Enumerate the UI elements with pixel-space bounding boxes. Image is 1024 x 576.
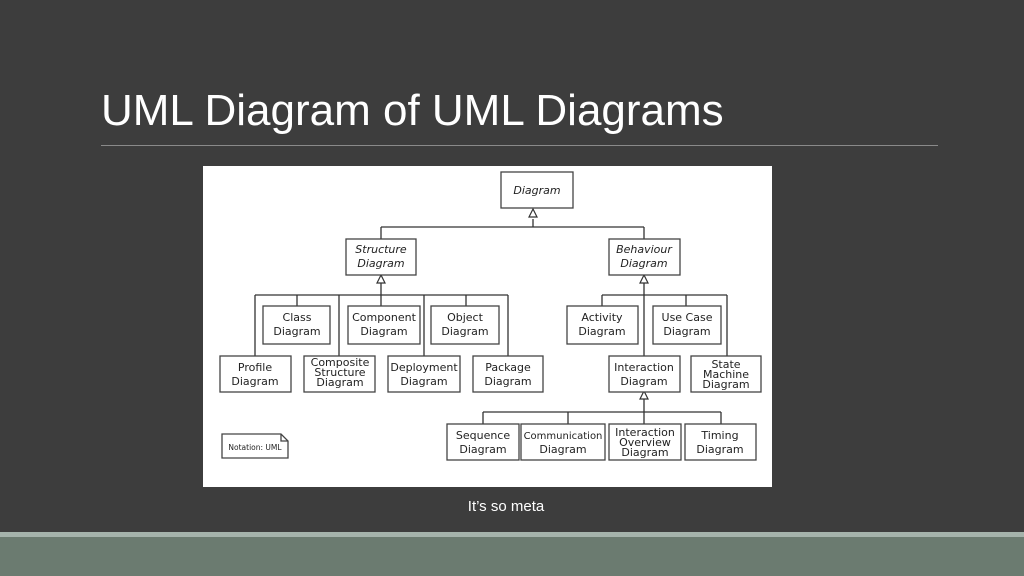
interaction-overview-label-2: Overview xyxy=(619,436,671,449)
interaction-overview-label-3: Diagram xyxy=(621,446,668,459)
sequence-diagram-label-1: Sequence xyxy=(456,429,510,442)
class-diagram-label-1: Class xyxy=(283,311,312,324)
uml-diagram-image: Diagram Structure Diagram Behaviour Diag… xyxy=(203,166,772,487)
title-divider xyxy=(101,145,938,146)
component-diagram-label-2: Diagram xyxy=(360,325,407,338)
sequence-diagram-label-2: Diagram xyxy=(459,443,506,456)
deployment-diagram-label-1: Deployment xyxy=(390,361,458,374)
activity-diagram-label-2: Diagram xyxy=(578,325,625,338)
interaction-overview-label-1: Interaction xyxy=(615,426,675,439)
state-machine-label-2: Machine xyxy=(703,368,749,381)
interaction-diagram-label-2: Diagram xyxy=(620,375,667,388)
component-diagram-label-1: Component xyxy=(352,311,417,324)
notation-note-label: Notation: UML xyxy=(228,443,282,452)
structure-diagram-label-1: Structure xyxy=(355,243,407,256)
package-diagram-label-2: Diagram xyxy=(484,375,531,388)
communication-diagram-label-1: Communication xyxy=(524,431,603,442)
slide-caption: It’s so meta xyxy=(467,498,545,515)
state-machine-label-1: State xyxy=(711,358,740,371)
communication-diagram-label-2: Diagram xyxy=(539,443,586,456)
composite-structure-label-3: Diagram xyxy=(316,376,363,389)
timing-diagram-label-1: Timing xyxy=(700,429,738,442)
use-case-diagram-label-2: Diagram xyxy=(663,325,710,338)
slide-title: UML Diagram of UML Diagrams xyxy=(101,86,724,135)
timing-diagram-label-2: Diagram xyxy=(696,443,743,456)
package-diagram-label-1: Package xyxy=(485,361,531,374)
footer-bar xyxy=(0,537,1024,576)
deployment-diagram-label-2: Diagram xyxy=(400,375,447,388)
profile-diagram-label-1: Profile xyxy=(238,361,272,374)
diagram-root-label: Diagram xyxy=(513,184,560,197)
composite-structure-label-1: Composite xyxy=(311,356,370,369)
behaviour-diagram-label-1: Behaviour xyxy=(616,243,673,256)
behaviour-diagram-label-2: Diagram xyxy=(620,257,667,270)
footer-accent-line xyxy=(0,532,1024,537)
composite-structure-label-2: Structure xyxy=(314,366,365,379)
class-diagram-label-2: Diagram xyxy=(273,325,320,338)
structure-diagram-label-2: Diagram xyxy=(357,257,404,270)
state-machine-label-3: Diagram xyxy=(702,378,749,391)
use-case-diagram-label-1: Use Case xyxy=(662,311,713,324)
activity-diagram-label-1: Activity xyxy=(581,311,623,324)
object-diagram-label-2: Diagram xyxy=(441,325,488,338)
interaction-diagram-label-1: Interaction xyxy=(614,361,674,374)
object-diagram-label-1: Object xyxy=(447,311,484,324)
uml-diagram-svg: Diagram Structure Diagram Behaviour Diag… xyxy=(219,171,762,461)
profile-diagram-label-2: Diagram xyxy=(231,375,278,388)
